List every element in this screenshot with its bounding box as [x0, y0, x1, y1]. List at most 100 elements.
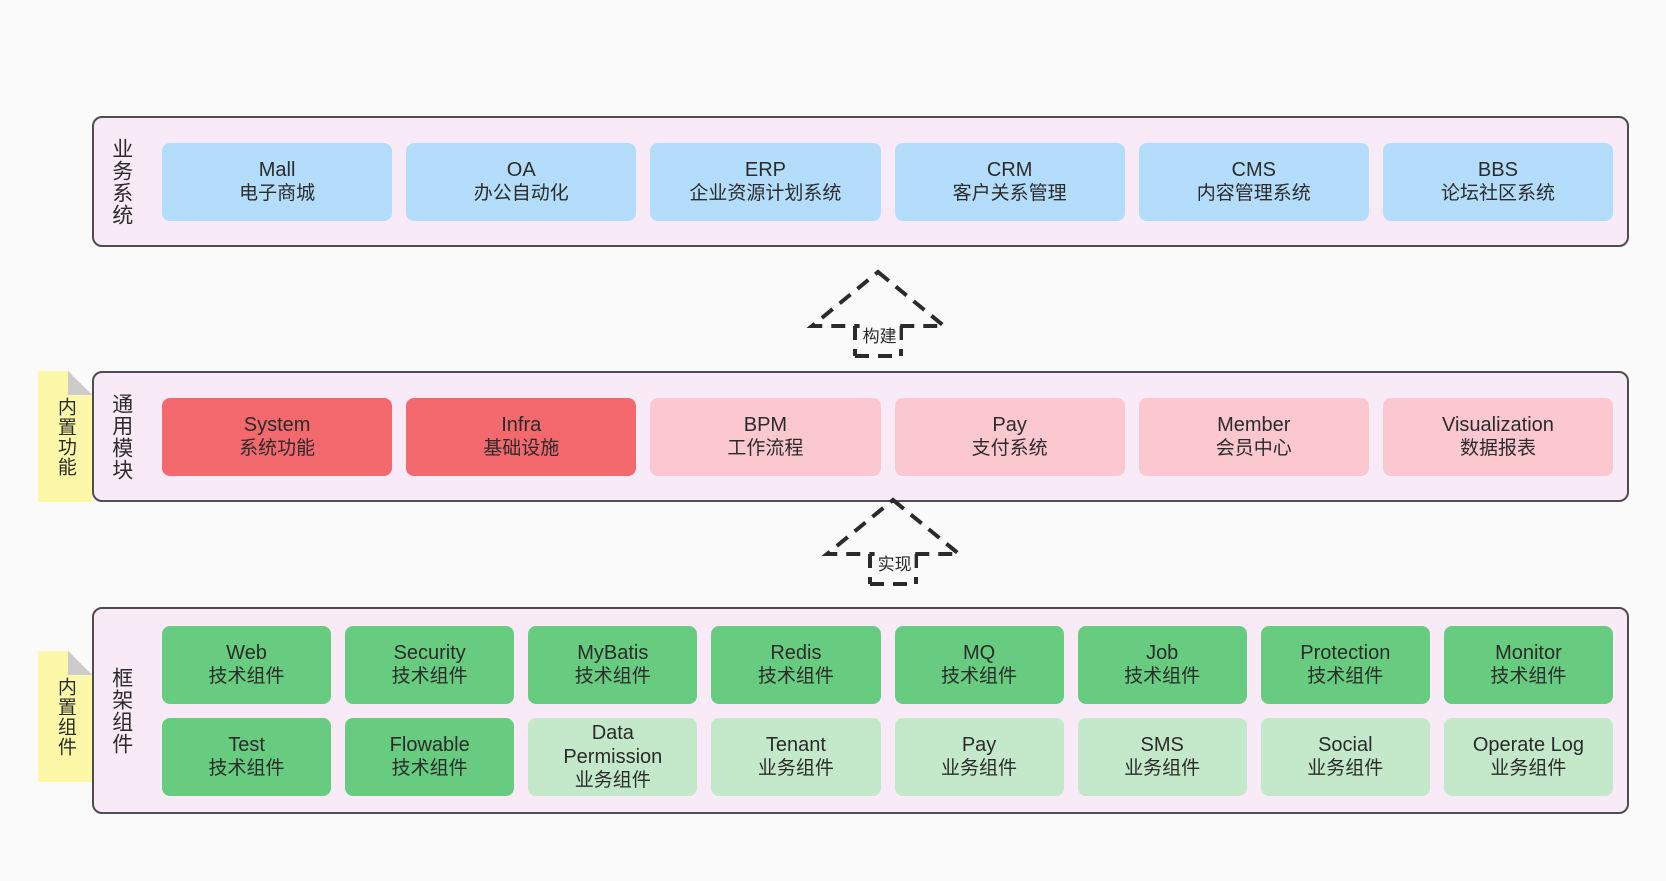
node-desc: 办公自动化 — [473, 183, 569, 205]
node-title: OA — [506, 158, 536, 181]
layer-body-framework-components: Web 技术组件 Security 技术组件 MyBatis 技术组件 Redi… — [148, 609, 1627, 812]
node-desc: 系统功能 — [239, 438, 316, 460]
node-title: ERP — [744, 158, 786, 181]
node-title: Social — [1318, 733, 1373, 756]
layer-body-business-systems: Mall 电子商城 OA 办公自动化 ERP 企业资源计划系统 CRM 客户关系… — [148, 118, 1627, 245]
node-crm[interactable]: CRM 客户关系管理 — [894, 142, 1125, 221]
connector-implement-label: 实现 — [874, 550, 915, 575]
node-title: Operate Log — [1472, 733, 1585, 756]
node-member[interactable]: Member 会员中心 — [1138, 397, 1369, 476]
sticky-note-builtin-components: 内置组件 — [38, 651, 92, 782]
node-title: Member — [1217, 413, 1291, 436]
node-mq[interactable]: MQ 技术组件 — [894, 625, 1064, 704]
node-monitor[interactable]: Monitor 技术组件 — [1443, 625, 1613, 704]
node-job[interactable]: Job 技术组件 — [1077, 625, 1247, 704]
node-title: CRM — [986, 158, 1033, 181]
node-title: MQ — [962, 641, 996, 664]
node-protection[interactable]: Protection 技术组件 — [1260, 625, 1430, 704]
node-title: BPM — [743, 413, 788, 436]
node-desc: 技术组件 — [208, 666, 285, 688]
layer-business-systems: 业务系统 Mall 电子商城 OA 办公自动化 ERP 企业资源计划系统 CRM… — [92, 116, 1629, 247]
node-flowable[interactable]: Flowable 技术组件 — [345, 717, 515, 796]
node-oa[interactable]: OA 办公自动化 — [406, 142, 637, 221]
connector-build: 构建 — [803, 268, 953, 358]
node-title: CMS — [1231, 158, 1276, 181]
node-bpm[interactable]: BPM 工作流程 — [650, 397, 881, 476]
row-business-components: Test 技术组件 Flowable 技术组件 Data Permission … — [162, 717, 1613, 796]
node-title: Flowable — [389, 733, 470, 756]
node-title: Security — [393, 641, 466, 664]
node-desc: 技术组件 — [1124, 666, 1201, 688]
row-tech-components: Web 技术组件 Security 技术组件 MyBatis 技术组件 Redi… — [162, 625, 1613, 704]
node-erp[interactable]: ERP 企业资源计划系统 — [650, 142, 881, 221]
node-tenant[interactable]: Tenant 业务组件 — [711, 717, 881, 796]
node-desc: 技术组件 — [1490, 666, 1567, 688]
node-mybatis[interactable]: MyBatis 技术组件 — [528, 625, 698, 704]
node-visualization[interactable]: Visualization 数据报表 — [1382, 397, 1614, 476]
node-title: Data Permission — [563, 721, 663, 768]
layer-title-framework-components: 框架组件 — [109, 666, 133, 755]
layer-title-business-systems: 业务系统 — [109, 137, 133, 226]
node-title: System — [243, 413, 311, 436]
node-title: Mall — [258, 158, 296, 181]
node-desc: 技术组件 — [1307, 666, 1384, 688]
node-desc: 技术组件 — [391, 666, 468, 688]
node-title: BBS — [1477, 158, 1518, 181]
node-sms[interactable]: SMS 业务组件 — [1077, 717, 1247, 796]
node-redis[interactable]: Redis 技术组件 — [711, 625, 881, 704]
layer-body-common-modules: System 系统功能 Infra 基础设施 BPM 工作流程 Pay 支付系统… — [148, 373, 1627, 500]
node-desc: 内容管理系统 — [1196, 183, 1311, 205]
node-desc: 电子商城 — [239, 183, 316, 205]
node-title: Test — [228, 733, 265, 756]
node-data-permission[interactable]: Data Permission 业务组件 — [528, 717, 698, 796]
node-desc: 技术组件 — [208, 758, 285, 780]
layer-title-common-modules: 通用模块 — [109, 392, 133, 481]
node-mall[interactable]: Mall 电子商城 — [162, 142, 393, 221]
node-desc: 数据报表 — [1459, 438, 1536, 460]
sticky-note-label: 内置组件 — [54, 676, 76, 757]
node-title: Job — [1146, 641, 1179, 664]
node-infra[interactable]: Infra 基础设施 — [406, 397, 637, 476]
node-desc: 业务组件 — [757, 758, 834, 780]
node-title: MyBatis — [577, 641, 649, 664]
sticky-note-label: 内置功能 — [54, 396, 76, 477]
node-title: Tenant — [765, 733, 826, 756]
node-title: Pay — [961, 733, 997, 756]
node-pay[interactable]: Pay 支付系统 — [894, 397, 1125, 476]
node-title: Infra — [501, 413, 542, 436]
node-title: Protection — [1300, 641, 1391, 664]
row: System 系统功能 Infra 基础设施 BPM 工作流程 Pay 支付系统… — [162, 397, 1614, 476]
node-desc: 论坛社区系统 — [1440, 183, 1555, 205]
node-desc: 客户关系管理 — [952, 183, 1067, 205]
node-desc: 业务组件 — [1490, 758, 1567, 780]
node-desc: 技术组件 — [757, 666, 834, 688]
layer-framework-components: 框架组件 Web 技术组件 Security 技术组件 MyBatis 技术组件… — [92, 607, 1629, 814]
node-pay-business[interactable]: Pay 业务组件 — [894, 717, 1064, 796]
connector-build-label: 构建 — [859, 322, 900, 347]
node-desc: 业务组件 — [1124, 758, 1201, 780]
node-bbs[interactable]: BBS 论坛社区系统 — [1382, 142, 1614, 221]
node-title: SMS — [1140, 733, 1184, 756]
node-desc: 技术组件 — [391, 758, 468, 780]
node-test[interactable]: Test 技术组件 — [162, 717, 332, 796]
node-desc: 技术组件 — [574, 666, 651, 688]
node-system[interactable]: System 系统功能 — [162, 397, 393, 476]
node-cms[interactable]: CMS 内容管理系统 — [1138, 142, 1369, 221]
node-desc: 业务组件 — [574, 770, 651, 792]
sticky-note-builtin-features: 内置功能 — [38, 371, 92, 502]
node-web[interactable]: Web 技术组件 — [162, 625, 332, 704]
connector-implement: 实现 — [818, 496, 968, 586]
node-desc: 工作流程 — [727, 438, 804, 460]
node-security[interactable]: Security 技术组件 — [345, 625, 515, 704]
node-desc: 技术组件 — [941, 666, 1018, 688]
node-title: Pay — [992, 413, 1027, 436]
node-title: Web — [226, 641, 267, 664]
node-desc: 会员中心 — [1215, 438, 1292, 460]
node-title: Visualization — [1441, 413, 1554, 436]
node-operate-log[interactable]: Operate Log 业务组件 — [1443, 717, 1613, 796]
node-social[interactable]: Social 业务组件 — [1260, 717, 1430, 796]
node-title: Monitor — [1495, 641, 1562, 664]
node-desc: 基础设施 — [483, 438, 560, 460]
node-desc: 业务组件 — [941, 758, 1018, 780]
